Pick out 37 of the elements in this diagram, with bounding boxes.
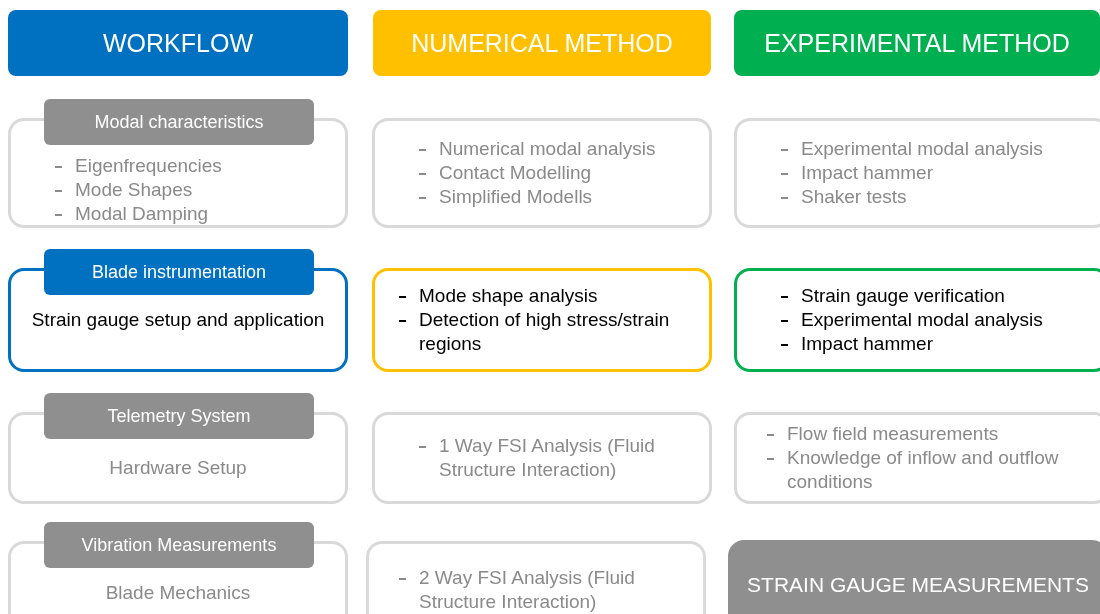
card-text: Hardware Setup — [108, 457, 248, 479]
list-item: 1 Way FSI Analysis (Fluid Structure Interaction) — [439, 435, 655, 480]
card — [728, 540, 1100, 614]
list-item: Flow field measurements — [787, 423, 999, 444]
card-text: Blade Mechanics — [104, 582, 252, 604]
tab-label: Blade instrumentation — [44, 249, 314, 295]
card — [734, 412, 1100, 504]
list-item: Experimental modal analysis — [801, 138, 1043, 159]
list-item: Mode Shapes — [75, 179, 193, 200]
column-header: WORKFLOW — [8, 10, 348, 76]
list-item: Experimental modal analysis — [801, 309, 1043, 330]
tab-label: Telemetry System — [44, 393, 314, 439]
card — [372, 118, 712, 228]
card — [372, 412, 712, 504]
card — [372, 268, 712, 372]
tab-label: Modal characteristics — [44, 99, 314, 145]
list-item: Simplified Modells — [439, 186, 593, 207]
list-item: 2 Way FSI Analysis (Fluid Structure Interaction) — [419, 567, 635, 612]
list-item: Eigenfrequencies — [75, 155, 222, 176]
list-item: Modal Damping — [75, 203, 209, 224]
card — [734, 268, 1100, 372]
list-item: Shaker tests — [801, 186, 907, 207]
column-header: EXPERIMENTAL METHOD — [734, 10, 1100, 76]
column-header: NUMERICAL METHOD — [373, 10, 711, 76]
card-text: STRAIN GAUGE MEASUREMENTS — [746, 573, 1090, 597]
tab-label: Vibration Measurements — [44, 522, 314, 568]
list-item: Mode shape analysis — [419, 285, 598, 306]
card — [366, 541, 706, 614]
card-text: Strain gauge setup and application — [30, 309, 326, 331]
card — [734, 118, 1100, 228]
list-item: Contact Modelling — [439, 162, 592, 183]
list-item: Impact hammer — [801, 333, 933, 354]
list-item: Detection of high stress/strain regions — [419, 309, 670, 354]
list-item: Strain gauge verification — [801, 285, 1005, 306]
list-item: Knowledge of inflow and outflow conditions — [787, 447, 1059, 492]
list-item: Impact hammer — [801, 162, 933, 183]
list-item: Numerical modal analysis — [439, 138, 656, 159]
